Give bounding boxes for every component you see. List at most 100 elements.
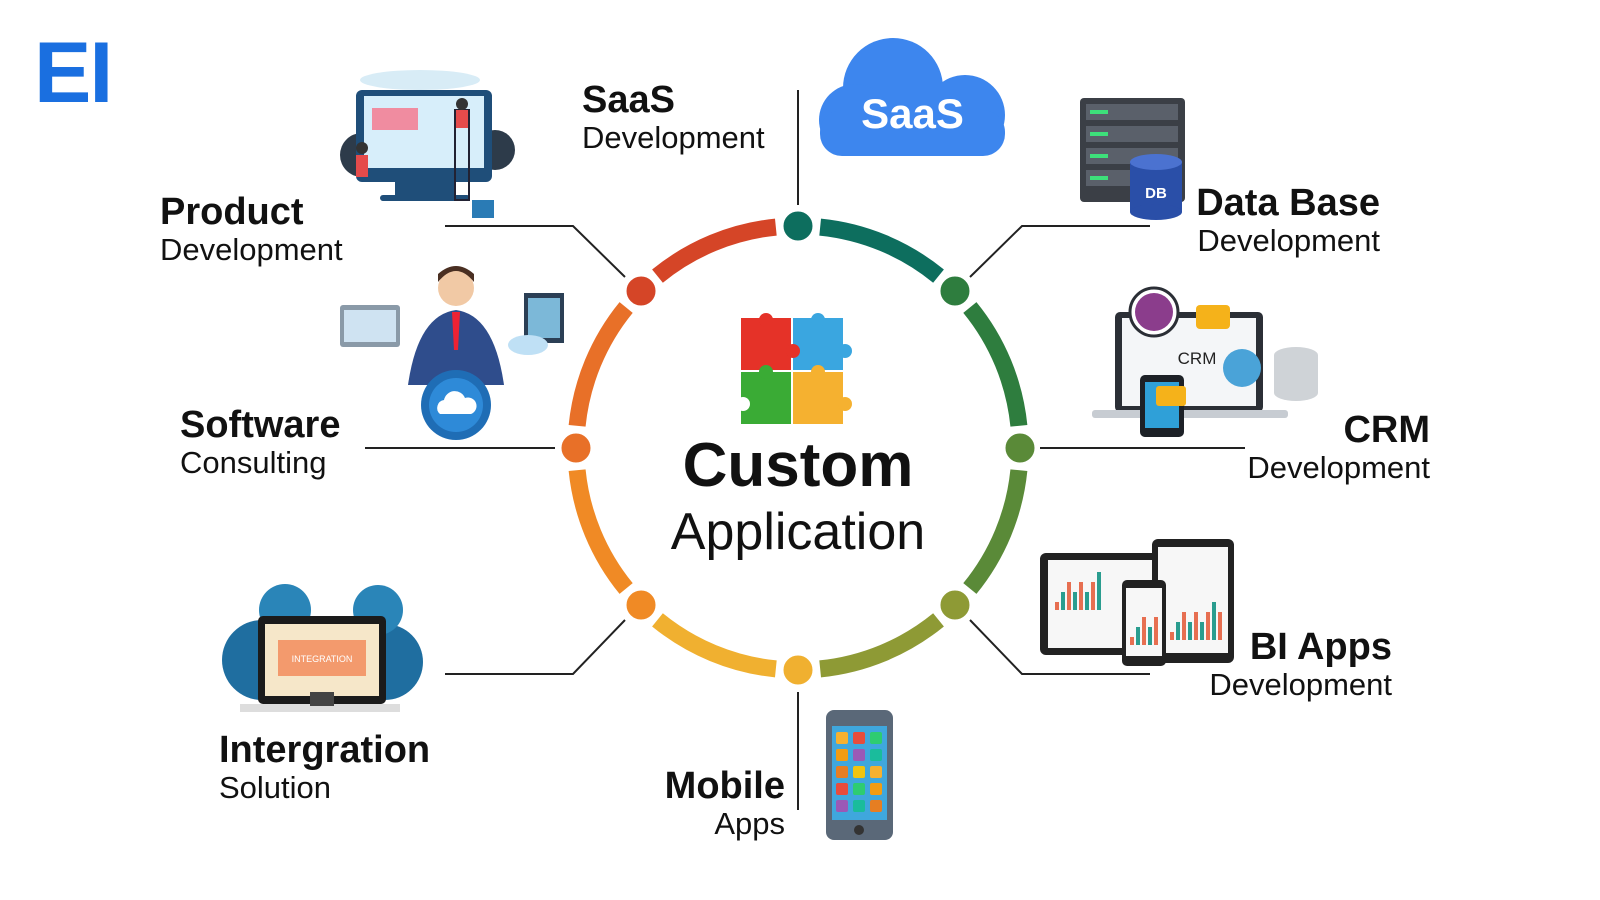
ring-node [556, 428, 596, 468]
integration-subtitle: Solution [219, 770, 332, 806]
app-icon [853, 749, 865, 761]
saas-cloud-text: SaaS [861, 90, 964, 137]
crm-screen-text: CRM [1178, 349, 1217, 368]
ring-node [935, 585, 975, 625]
connector-product [445, 225, 626, 278]
saas-cloud-icon [819, 38, 1005, 156]
database-title: Data Base [1196, 182, 1380, 224]
dashboard-bar [1194, 612, 1198, 640]
center-title: Custom [682, 431, 914, 500]
service-database: Data Base Development [1196, 182, 1380, 259]
integration-illustration: INTEGRATION [222, 584, 423, 712]
bi-apps-illustration [1040, 539, 1234, 666]
app-icon [870, 749, 882, 761]
ring-arc-segment [652, 613, 777, 678]
ring-node [621, 271, 661, 311]
service-bi: BI Apps Development [1209, 626, 1392, 703]
dashboard-bar [1130, 637, 1134, 645]
app-icon [836, 732, 848, 744]
app-icon [836, 766, 848, 778]
dashboard-bar [1091, 582, 1095, 610]
ring-node [778, 650, 818, 690]
ring-node [621, 585, 661, 625]
mobile-title: Mobile [664, 765, 785, 807]
app-icon [836, 749, 848, 761]
ring-arc-segment [963, 302, 1028, 427]
dashboard-bar [1061, 592, 1065, 610]
center-subtitle: Application [670, 503, 926, 561]
dashboard-bar [1067, 582, 1071, 610]
ring-arc-segment [819, 218, 944, 283]
ring-node [1000, 428, 1040, 468]
app-icon [853, 783, 865, 795]
dashboard-bar [1148, 627, 1152, 645]
crm-illustration: CRM [1092, 286, 1318, 437]
dashboard-bar [1079, 582, 1083, 610]
puzzle-icon [736, 313, 852, 424]
crm-title: CRM [1343, 409, 1430, 451]
software-consulting-illustration [340, 266, 564, 440]
database-subtitle: Development [1197, 223, 1380, 259]
software-subtitle: Consulting [180, 445, 327, 481]
app-icon [853, 732, 865, 744]
dashboard-bar [1170, 632, 1174, 640]
mobile-phone-illustration [826, 710, 893, 840]
ring-arc-segment [652, 218, 777, 283]
ring-arc-segment [568, 302, 633, 427]
service-software: Software Consulting [180, 404, 341, 481]
dashboard-bar [1097, 572, 1101, 610]
dashboard-bar [1212, 602, 1216, 640]
bi-title: BI Apps [1249, 626, 1392, 668]
ring-arc-segment [819, 613, 944, 678]
saas-title: SaaS [582, 79, 675, 121]
app-icon [836, 800, 848, 812]
service-saas: SaaS Development [582, 79, 765, 156]
db-icon-text: DB [1145, 185, 1167, 202]
ring-arc-segment [963, 469, 1028, 594]
app-icon [870, 783, 882, 795]
connector-integration [445, 619, 626, 675]
dashboard-bar [1182, 612, 1186, 640]
service-product: Product Development [160, 191, 343, 268]
dashboard-bar [1218, 612, 1222, 640]
mobile-subtitle: Apps [714, 806, 785, 842]
integration-screen-text: INTEGRATION [292, 654, 353, 664]
service-integration: Intergration Solution [219, 729, 431, 806]
service-mobile: Mobile Apps [664, 765, 785, 842]
software-title: Software [180, 404, 341, 446]
ei-logo: EI [34, 25, 113, 121]
ring [556, 206, 1040, 690]
dashboard-bar [1206, 612, 1210, 640]
app-icon [853, 800, 865, 812]
dashboard-bar [1200, 622, 1204, 640]
connector-database [969, 225, 1150, 278]
dashboard-bar [1055, 602, 1059, 610]
dashboard-bar [1073, 592, 1077, 610]
service-crm: CRM Development [1247, 409, 1430, 486]
dashboard-bar [1085, 592, 1089, 610]
connector-bi [969, 619, 1150, 675]
app-icon [870, 766, 882, 778]
app-icon [870, 800, 882, 812]
saas-subtitle: Development [582, 120, 765, 156]
ring-node [778, 206, 818, 246]
app-icon [870, 732, 882, 744]
dashboard-bar [1176, 622, 1180, 640]
product-title: Product [160, 191, 304, 233]
crm-subtitle: Development [1247, 450, 1430, 486]
ring-arc-segment [568, 469, 633, 594]
integration-title: Intergration [219, 729, 431, 771]
dashboard-bar [1142, 617, 1146, 645]
database-server-illustration: DB [1080, 98, 1185, 220]
connector-lines [365, 90, 1245, 810]
dashboard-bar [1188, 622, 1192, 640]
product-development-illustration [340, 70, 515, 218]
app-icon [836, 783, 848, 795]
dashboard-bar [1136, 627, 1140, 645]
bi-subtitle: Development [1209, 667, 1392, 703]
ring-node [935, 271, 975, 311]
app-icon [853, 766, 865, 778]
product-subtitle: Development [160, 232, 343, 268]
dashboard-bar [1154, 617, 1158, 645]
